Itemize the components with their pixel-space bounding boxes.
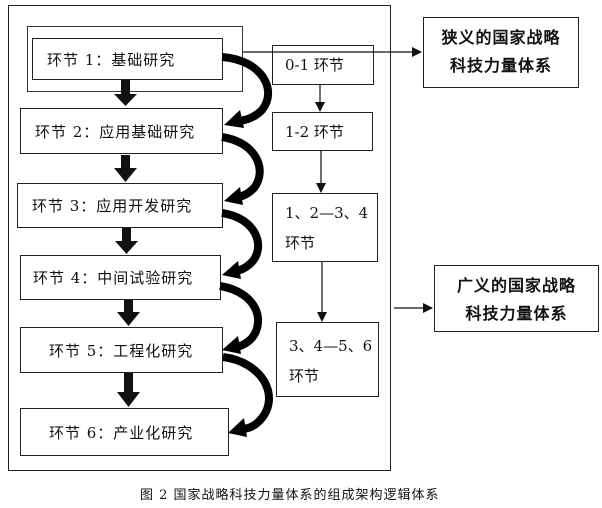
stage-box-1: 环节 1：基础研究 <box>32 38 223 80</box>
stage-label-3: 环节 3：应用开发研究 <box>32 197 193 215</box>
down-arrow-1-2 <box>114 80 137 106</box>
stage-label-6: 环节 6：产业化研究 <box>49 423 194 442</box>
segment-label-0-1: 0-1 环节 <box>285 56 344 74</box>
curved-arrow-1-2 <box>221 53 272 128</box>
stage-label-2: 环节 2：应用基础研究 <box>35 122 196 141</box>
segment-box-1-2: 1-2 环节 <box>272 112 373 151</box>
down-arrow-3-4 <box>115 228 138 254</box>
segment-label-1-2: 1-2 环节 <box>285 123 344 141</box>
figure-caption: 图 2 国家战略科技力量体系的组成架构逻辑体系 <box>140 488 440 503</box>
broad-system-line2: 科技力量体系 <box>465 304 568 323</box>
segment-label-12-34-line1: 1、2—3、4 <box>285 204 369 222</box>
stage-box-5: 环节 5：工程化研究 <box>20 327 223 373</box>
segment-label-12-34-line2: 环节 <box>285 234 316 252</box>
narrow-system-line2: 科技力量体系 <box>449 56 552 75</box>
outer-frame <box>8 5 391 471</box>
stage-box-2: 环节 2：应用基础研究 <box>20 108 223 154</box>
down-arrow-4-5 <box>117 300 140 326</box>
segment-label-34-56-line1: 3、4—5、6 <box>289 337 373 355</box>
segment-box-12-34: 1、2—3、4 环节 <box>272 193 378 262</box>
stage-box-4: 环节 4：中间试验研究 <box>20 255 221 300</box>
broad-system-box: 广义的国家战略 科技力量体系 <box>434 265 599 332</box>
curved-arrow-5-6 <box>222 353 273 437</box>
curved-arrow-4-5 <box>219 282 263 354</box>
narrow-system-box: 狭义的国家战略 科技力量体系 <box>423 17 579 88</box>
broad-system-line1: 广义的国家战略 <box>456 276 576 295</box>
curved-arrow-2-3 <box>221 133 264 205</box>
stage-label-5: 环节 5：工程化研究 <box>49 341 194 360</box>
stage-label-1: 环节 1：基础研究 <box>47 50 176 69</box>
stage-box-6: 环节 6：产业化研究 <box>20 408 229 456</box>
narrow-system-line1: 狭义的国家战略 <box>441 28 561 47</box>
down-arrow-5-6 <box>117 373 140 407</box>
curved-arrow-3-4 <box>221 209 263 279</box>
stage-box-3: 环节 3：应用开发研究 <box>17 183 223 228</box>
down-arrow-2-3 <box>114 155 137 182</box>
segment-box-34-56: 3、4—5、6 环节 <box>276 322 379 397</box>
stage-label-4: 环节 4：中间试验研究 <box>33 269 194 287</box>
segment-label-34-56-line2: 环节 <box>289 367 320 385</box>
